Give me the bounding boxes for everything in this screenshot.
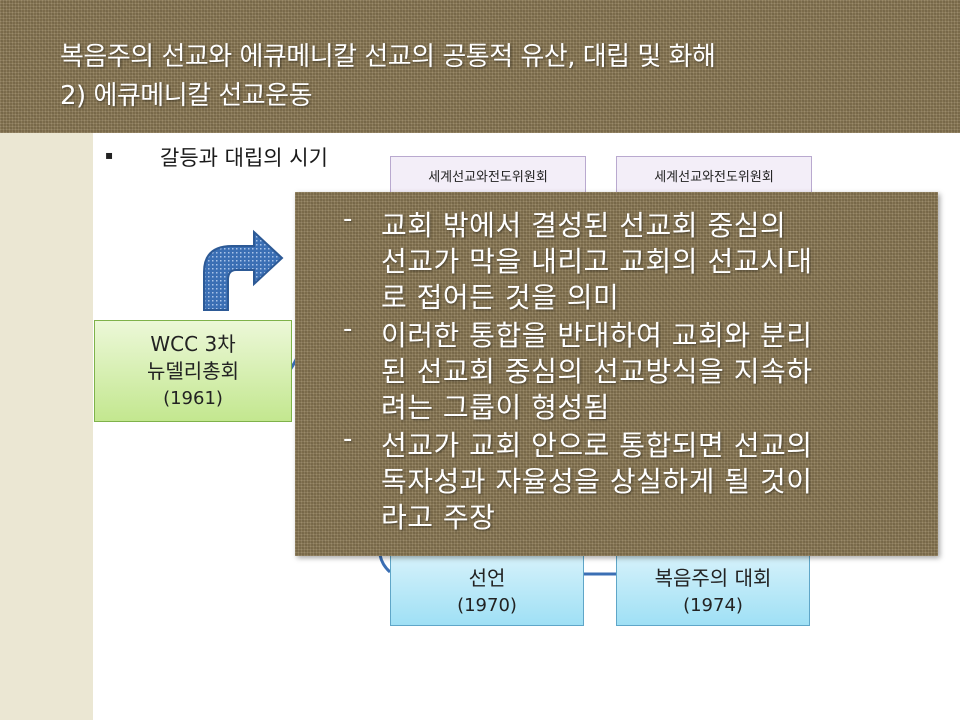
overlay-item-2-line-2: 된 선교회 중심의 선교방식을 지속하	[381, 355, 813, 388]
wcc-box-year: (1961)	[163, 387, 223, 409]
wcc-assembly-box: WCC 3차 뉴델리총회 (1961)	[94, 320, 292, 422]
bullet-icon: ▪	[105, 148, 114, 162]
dash-bullet: -	[343, 424, 353, 454]
dash-bullet: -	[343, 204, 353, 234]
overlay-item-1-line-1: 교회 밖에서 결성된 선교회 중심의	[381, 209, 787, 242]
overlay-item-2-line-1: 이러한 통합을 반대하여 교회와 분리	[381, 319, 813, 352]
slide-subtitle: 2) 에큐메니칼 선교운동	[60, 81, 313, 111]
curved-right-arrow-icon	[203, 229, 284, 311]
overlay-item-1-line-3: 로 접어든 것을 의미	[381, 281, 620, 314]
title-banner: 복음주의 선교와 에큐메니칼 선교의 공통적 유산, 대립 및 화해 2) 에큐…	[0, 0, 960, 133]
connector-1970	[378, 554, 392, 574]
box-1970-year: (1970)	[457, 595, 517, 616]
overlay-item-3-line-2: 독자성과 자율성을 상실하게 될 것이	[381, 465, 813, 498]
wcc-box-line2: 뉴델리총회	[147, 358, 239, 383]
left-margin-strip	[0, 133, 93, 720]
section-heading: 갈등과 대립의 시기	[160, 146, 328, 170]
dash-bullet: -	[343, 314, 353, 344]
org-box-1: 세계선교와전도위원회	[390, 156, 586, 194]
overlay-item-3-line-3: 라고 주장	[381, 501, 496, 534]
box-1974-year: (1974)	[683, 595, 743, 616]
wcc-box-line1: WCC 3차	[150, 331, 236, 356]
box-1970-line1: 선언	[468, 566, 506, 590]
slide-title: 복음주의 선교와 에큐메니칼 선교의 공통적 유산, 대립 및 화해	[60, 42, 716, 72]
org-box-2: 세계선교와전도위원회	[616, 156, 812, 194]
overlay-item-2-line-3: 려는 그룹이 형성됨	[381, 391, 610, 424]
box-1974-line1: 복음주의 대회	[654, 566, 772, 590]
overlay-item-3-line-1: 선교가 교회 안으로 통합되면 선교의	[381, 429, 813, 462]
overlay-item-1-line-2: 선교가 막을 내리고 교회의 선교시대	[381, 245, 813, 278]
explanation-overlay: - 교회 밖에서 결성된 선교회 중심의 선교가 막을 내리고 교회의 선교시대…	[295, 192, 938, 556]
